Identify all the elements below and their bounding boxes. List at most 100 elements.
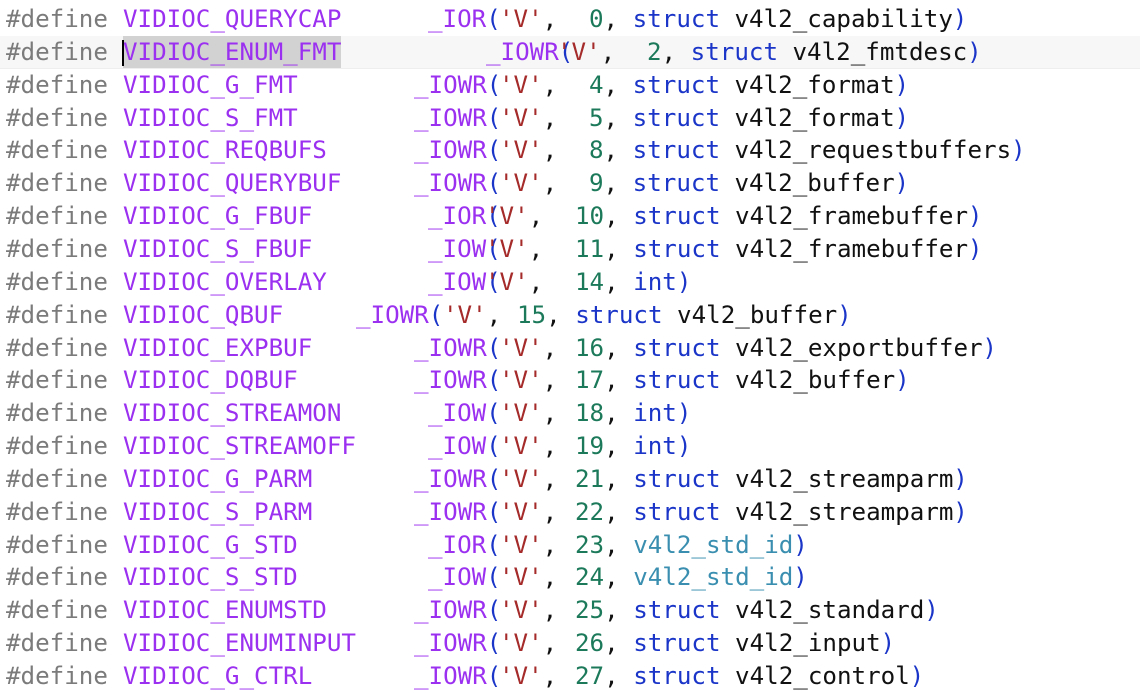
type-name: v4l2_streamparm <box>735 497 954 526</box>
ioctl-number: 18 <box>575 399 605 428</box>
define-directive: #define <box>6 70 108 99</box>
define-directive: #define <box>6 662 108 690</box>
open-paren: ( <box>486 333 502 362</box>
ioctl-number: 2 <box>647 37 662 66</box>
ioctl-macro: _IOW <box>428 234 487 263</box>
ioctl-macro: _IOW <box>428 267 487 296</box>
char-literal: 'V' <box>485 234 529 263</box>
define-directive: #define <box>6 136 108 165</box>
close-paren: ) <box>894 169 910 198</box>
ioctl-number: 23 <box>575 530 605 559</box>
comma: , <box>542 563 558 592</box>
close-paren: ) <box>895 366 910 395</box>
define-directive: #define <box>6 169 108 198</box>
ioctl-macro: _IOWR <box>414 662 487 690</box>
define-directive: #define <box>6 37 108 66</box>
close-paren: ) <box>924 596 939 625</box>
ioctl-number: 5 <box>589 103 604 132</box>
type-name: v4l2_framebuffer <box>735 234 969 263</box>
comma: , <box>604 399 619 428</box>
ioctl-macro: _IOWR <box>414 629 487 658</box>
comma: , <box>603 5 619 33</box>
comma: , <box>604 596 619 625</box>
macro-name: VIDIOC_S_STD <box>123 563 298 592</box>
type-name: v4l2_buffer <box>735 366 896 395</box>
open-paren: ( <box>486 5 501 33</box>
ioctl-macro: _IOR <box>428 530 487 559</box>
comma: , <box>542 5 558 33</box>
comma: , <box>542 399 558 428</box>
macro-name: VIDIOC_EXPBUF <box>123 333 313 362</box>
type-keyword: struct <box>632 136 721 165</box>
macro-name: VIDIOC_QBUF <box>123 300 284 329</box>
ioctl-number: 27 <box>575 662 605 690</box>
open-paren: ( <box>486 629 502 658</box>
type-keyword: struct <box>633 662 721 690</box>
macro-name: VIDIOC_ENUM_FMT <box>123 35 342 69</box>
open-paren: ( <box>486 267 501 296</box>
type-keyword: struct <box>633 596 721 625</box>
comma: , <box>528 202 544 231</box>
close-paren: ) <box>967 234 983 263</box>
ioctl-macro: _IOWR <box>414 136 487 165</box>
ioctl-macro: _IOWR <box>356 300 429 329</box>
ioctl-macro: _IOWR <box>414 70 487 99</box>
macro-name: VIDIOC_G_STD <box>123 530 298 559</box>
ioctl-number: 22 <box>575 497 605 526</box>
open-paren: ( <box>486 432 501 461</box>
comma: , <box>542 432 558 461</box>
define-directive: #define <box>6 202 108 231</box>
ioctl-macro: _IOW <box>428 563 487 592</box>
type-keyword: struct <box>633 497 721 526</box>
ioctl-macro: _IOR <box>428 5 487 33</box>
open-paren: ( <box>428 300 444 329</box>
macro-name: VIDIOC_S_FMT <box>123 103 298 132</box>
type-name: v4l2_format <box>734 70 895 99</box>
type-name: v4l2_framebuffer <box>735 202 969 231</box>
type-name: v4l2_standard <box>735 596 925 625</box>
define-directive: #define <box>6 563 108 592</box>
comma: , <box>604 497 619 526</box>
comma: , <box>604 202 619 231</box>
char-literal: 'V' <box>499 563 543 592</box>
ioctl-macro: _IOWR <box>414 497 487 526</box>
comma: , <box>542 662 558 690</box>
type-keyword: int <box>633 267 677 296</box>
ioctl-number: 25 <box>575 596 605 625</box>
ioctl-number: 9 <box>589 169 604 198</box>
close-paren: ) <box>967 202 983 231</box>
macro-name: VIDIOC_ENUMSTD <box>123 596 327 625</box>
macro-name: VIDIOC_DQBUF <box>123 366 298 395</box>
type-keyword: struct <box>633 629 721 658</box>
close-paren: ) <box>967 37 982 66</box>
close-paren: ) <box>676 432 692 461</box>
define-directive: #define <box>6 300 108 329</box>
define-directive: #define <box>6 629 108 658</box>
macro-name: VIDIOC_G_PARM <box>123 464 313 493</box>
close-paren: ) <box>909 662 925 690</box>
macro-name: VIDIOC_G_FMT <box>123 70 298 99</box>
char-literal: 'V' <box>499 169 543 198</box>
